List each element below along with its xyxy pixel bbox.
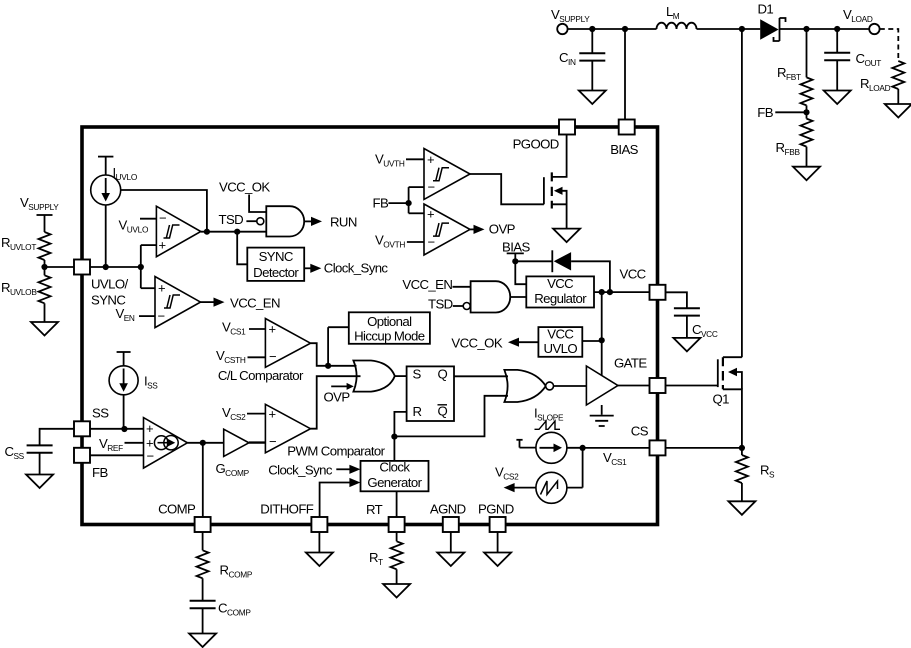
svg-text:SS: SS [92, 406, 109, 421]
svg-text:VCC_EN: VCC_EN [230, 296, 280, 311]
svg-text:+: + [158, 281, 166, 296]
svg-text:AGND: AGND [430, 502, 466, 517]
svg-text:+: + [269, 322, 277, 337]
svg-text:CS: CS [631, 424, 649, 439]
svg-text:SYNC: SYNC [259, 249, 294, 264]
svg-text:+: + [146, 421, 154, 436]
svg-text:+: + [427, 152, 435, 167]
svg-text:+: + [159, 238, 167, 253]
svg-text:COMP: COMP [158, 502, 196, 517]
svg-text:−: − [269, 434, 277, 449]
svg-text:DITHOFF: DITHOFF [260, 502, 313, 517]
svg-text:+: + [427, 207, 435, 222]
svg-text:PWM Comparator: PWM Comparator [287, 444, 385, 459]
svg-text:VCC_OK: VCC_OK [451, 336, 502, 351]
svg-text:+: + [269, 407, 277, 422]
svg-text:RUN: RUN [330, 215, 357, 230]
svg-text:R: R [413, 404, 422, 419]
svg-text:D1: D1 [758, 2, 774, 17]
svg-text:Clock_Sync: Clock_Sync [324, 261, 389, 276]
svg-text:−: − [269, 349, 277, 364]
svg-text:Regulator: Regulator [534, 291, 587, 306]
svg-text:−: − [147, 449, 155, 464]
svg-text:OVP: OVP [324, 390, 351, 405]
svg-text:OVP: OVP [489, 222, 516, 237]
svg-text:BIAS: BIAS [502, 240, 530, 255]
svg-text:TSD: TSD [428, 297, 453, 312]
svg-text:SYNC: SYNC [91, 293, 126, 308]
svg-text:VCC: VCC [547, 276, 574, 291]
svg-text:+: + [146, 436, 154, 451]
svg-text:VCC: VCC [547, 327, 574, 342]
svg-text:VCC_EN: VCC_EN [402, 277, 452, 292]
svg-text:Q: Q [438, 404, 448, 419]
svg-text:UVLO/: UVLO/ [91, 277, 129, 292]
svg-text:PGOOD: PGOOD [513, 137, 559, 152]
svg-text:Clock_Sync: Clock_Sync [268, 462, 333, 477]
svg-text:PGND: PGND [478, 502, 514, 517]
svg-text:TSD: TSD [219, 212, 244, 227]
svg-text:Detector: Detector [253, 265, 299, 280]
svg-text:Generator: Generator [367, 475, 422, 490]
svg-text:−: − [428, 180, 436, 195]
svg-text:FB: FB [373, 196, 389, 211]
svg-text:S: S [413, 367, 422, 382]
svg-text:−: − [428, 235, 436, 250]
svg-text:UVLO: UVLO [544, 341, 578, 356]
svg-text:−: − [159, 211, 167, 226]
svg-text:VCC_OK: VCC_OK [219, 180, 270, 195]
svg-text:Hiccup Mode: Hiccup Mode [354, 328, 425, 343]
svg-text:Clock: Clock [379, 459, 410, 474]
svg-text:FB: FB [92, 465, 108, 480]
svg-text:−: − [158, 309, 166, 324]
svg-text:Q: Q [438, 367, 448, 382]
svg-text:Optional: Optional [367, 314, 412, 329]
svg-text:BIAS: BIAS [610, 142, 638, 157]
svg-text:VCC: VCC [620, 267, 647, 282]
svg-text:GATE: GATE [614, 356, 647, 371]
svg-text:FB: FB [757, 105, 773, 120]
svg-text:Q1: Q1 [713, 392, 730, 407]
svg-text:C/L Comparator: C/L Comparator [218, 368, 304, 383]
svg-text:RT: RT [366, 502, 383, 517]
